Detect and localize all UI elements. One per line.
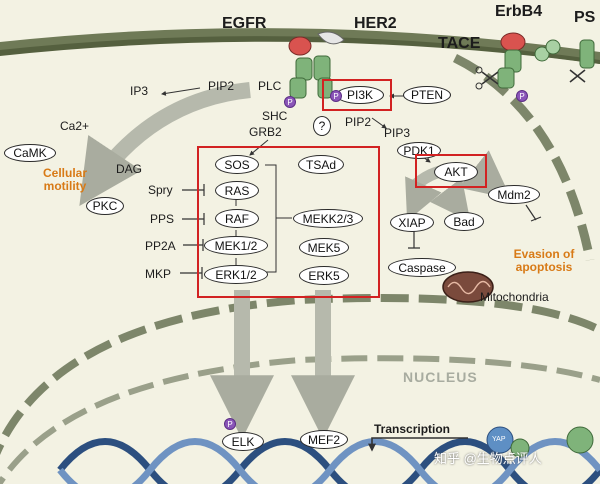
cell-inner-arc (453, 53, 595, 261)
arrow-bad (430, 177, 471, 222)
egfr-receptor (288, 36, 313, 99)
yap-label: YAP (492, 436, 506, 443)
transcription-label: Transcription (374, 422, 451, 436)
pip2-right-label: PIP2 (345, 115, 372, 129)
membrane-band (0, 28, 600, 64)
raf-node: RAF (215, 209, 259, 228)
erk5-node: ERK5 (299, 266, 349, 285)
pp2a-label: PP2A (145, 239, 176, 253)
her2-label: HER2 (354, 15, 397, 32)
her2-receptor (313, 31, 345, 99)
membrane-band-inner (0, 36, 600, 64)
highlight-box-akt (415, 154, 487, 188)
pkc-node: PKC (86, 197, 124, 215)
nuclear-envelope-inner (0, 355, 600, 484)
transcription-arrow (368, 437, 468, 452)
mitochondrion-icon (442, 271, 494, 303)
erbb4-receptor (497, 32, 526, 89)
spry-label: Spry (148, 183, 173, 197)
pi3k-node: PI3K (336, 86, 384, 104)
erk12-node: ERK1/2 (204, 265, 268, 284)
erbb4-label: ErbB4 (495, 3, 543, 20)
ras-node: RAS (215, 181, 259, 200)
xiap-node: XIAP (390, 213, 434, 232)
pip3-label: PIP3 (384, 126, 411, 140)
dag-label: DAG (116, 162, 143, 176)
pip2-left-label: PIP2 (208, 79, 235, 93)
ca2-label: Ca2+ (60, 119, 90, 133)
unknown-node: ? (313, 116, 331, 136)
phospho-bubble-pi3k: P (330, 90, 342, 102)
tace-label: TACE (438, 35, 481, 52)
egfr-label: EGFR (222, 15, 267, 32)
ps-receptor (579, 39, 595, 69)
mkp-label: MKP (145, 267, 172, 281)
phospho-bubble-erbb4: P (516, 90, 528, 102)
mef2-node: MEF2 (300, 430, 348, 449)
connector-pip2-pip3 (371, 117, 387, 129)
scissors-icon (475, 66, 499, 90)
mitochondria-label: Mitochondria (480, 290, 549, 304)
evasion-of-apoptosis-label: Evasion of apoptosis (513, 247, 575, 274)
nucleus-label: NUCLEUS (403, 369, 478, 385)
caspase-node: Caspase (388, 258, 456, 277)
tace-protease (534, 39, 561, 62)
inhibition-lines (180, 184, 542, 279)
elk-node: ELK (222, 432, 264, 451)
watermark-text: 知乎 @生物点评人 (434, 451, 542, 466)
connector-pip2-ip3 (161, 87, 201, 96)
ip3-label: IP3 (130, 84, 149, 98)
pps-label: PPS (150, 212, 175, 226)
camk-node: CaMK (4, 144, 56, 162)
dna-helix (57, 438, 600, 484)
grb2-label: GRB2 (249, 125, 282, 139)
highlight-box-mapk (197, 146, 380, 298)
plc-label: PLC (258, 79, 282, 93)
akt-node: AKT (434, 162, 478, 182)
mekk23-node: MEKK2/3 (293, 209, 363, 228)
cellular-motility-label: Cellular motility (42, 166, 87, 193)
mek5-node: MEK5 (299, 238, 349, 257)
tsad-node: TSAd (298, 155, 344, 174)
mdm2-node: Mdm2 (488, 185, 540, 204)
pten-node: PTEN (403, 86, 451, 104)
bad-node: Bad (444, 212, 484, 231)
shc-label: SHC (262, 109, 288, 123)
arrow-xiap (405, 176, 442, 221)
arrow-left-branch (79, 82, 251, 206)
yap-complex (486, 426, 594, 458)
mek12-node: MEK1/2 (204, 236, 268, 255)
scissors-icon (569, 69, 586, 83)
ps-label: PS (574, 9, 596, 26)
phospho-bubble-plc: P (284, 96, 296, 108)
sos-node: SOS (215, 155, 259, 174)
nuclear-envelope-outer (0, 294, 600, 456)
phospho-bubble-elk: P (224, 418, 236, 430)
highlight-box-pi3k (322, 79, 392, 111)
